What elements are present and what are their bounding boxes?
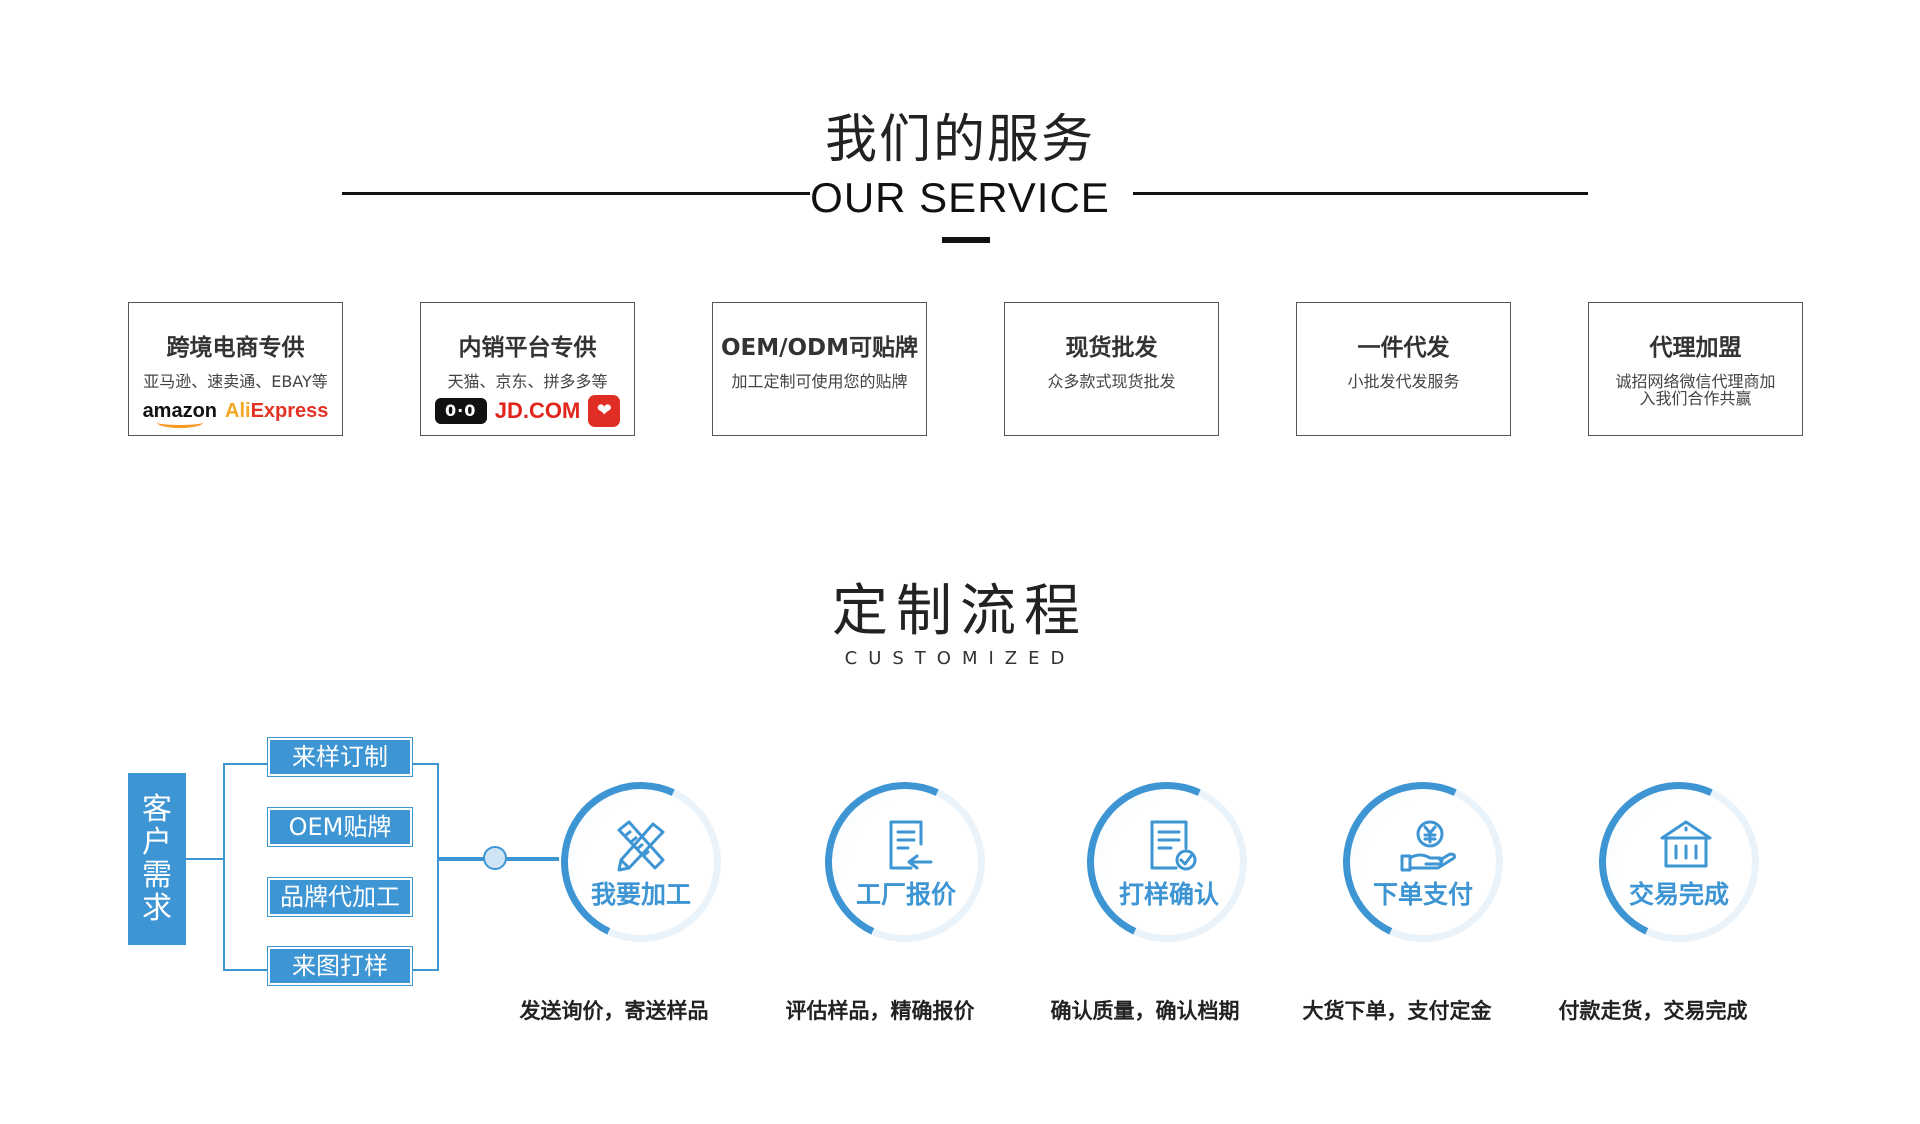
process-subtitle: CUSTOMIZED bbox=[844, 648, 1076, 669]
service-card-title: 内销平台专供 bbox=[458, 335, 597, 361]
service-card-desc: 诚招网络微信代理商加入我们合作共赢 bbox=[1615, 372, 1776, 408]
connector-line bbox=[412, 763, 438, 765]
service-card-title: OEM/ODM可贴牌 bbox=[720, 335, 919, 361]
step-description: 确认质量，确认档期 bbox=[1050, 999, 1240, 1023]
service-card-desc: 小批发代发服务 bbox=[1347, 372, 1460, 391]
aliexpress-logo-ali: Ali bbox=[225, 400, 251, 422]
amazon-logo-text: amazon bbox=[142, 400, 218, 422]
divider-right bbox=[1133, 192, 1588, 195]
service-card-oem[interactable]: OEM/ODM可贴牌 加工定制可使用您的贴牌 bbox=[712, 302, 927, 436]
service-card-title: 一件代发 bbox=[1357, 335, 1450, 361]
service-card-wholesale[interactable]: 现货批发 众多款式现货批发 bbox=[1004, 302, 1219, 436]
service-card-title: 跨境电商专供 bbox=[166, 335, 305, 361]
platform-logos: amazon AliExpress bbox=[129, 396, 342, 428]
connector-line bbox=[223, 969, 268, 971]
service-subtitle: OUR SERVICE bbox=[810, 174, 1110, 221]
service-card-desc: 加工定制可使用您的贴牌 bbox=[731, 372, 908, 391]
title-accent-bar bbox=[942, 237, 990, 243]
connector-dot bbox=[483, 846, 507, 870]
customer-needs-char: 求 bbox=[142, 891, 172, 926]
hand-coin-icon bbox=[1400, 820, 1456, 872]
service-card-cross-border[interactable]: 跨境电商专供 亚马逊、速卖通、EBAY等 amazon AliExpress bbox=[128, 302, 343, 436]
connector-line bbox=[412, 969, 438, 971]
document-check-icon bbox=[1150, 820, 1197, 871]
platform-logos: 0·0 JD.COM ❤ bbox=[421, 395, 634, 427]
pencil-ruler-icon bbox=[617, 820, 665, 872]
service-card-domestic[interactable]: 内销平台专供 天猫、京东、拼多多等 0·0 JD.COM ❤ bbox=[420, 302, 635, 436]
jd-logo: JD.COM bbox=[494, 398, 581, 423]
option-oem[interactable]: OEM贴牌 bbox=[267, 807, 413, 847]
step-background bbox=[1599, 782, 1759, 942]
bank-icon bbox=[1660, 820, 1712, 868]
aliexpress-logo: AliExpress bbox=[225, 401, 328, 421]
connector-line bbox=[223, 763, 268, 765]
service-card-desc: 众多款式现货批发 bbox=[1047, 372, 1176, 391]
step-description: 大货下单，支付定金 bbox=[1302, 999, 1492, 1023]
divider-left bbox=[342, 192, 810, 195]
service-card-title: 现货批发 bbox=[1065, 335, 1158, 361]
aliexpress-logo-express: Express bbox=[250, 400, 329, 422]
service-card-dropship[interactable]: 一件代发 小批发代发服务 bbox=[1296, 302, 1511, 436]
step-label: 交易完成 bbox=[1628, 880, 1729, 909]
pinduoduo-logo: ❤ bbox=[588, 395, 621, 427]
step-label: 工厂报价 bbox=[855, 880, 956, 909]
step-background bbox=[825, 782, 985, 942]
connector-line bbox=[186, 858, 224, 860]
step-label: 我要加工 bbox=[590, 880, 691, 909]
step-description: 付款走货，交易完成 bbox=[1558, 999, 1748, 1023]
option-drawing-sample[interactable]: 来图打样 bbox=[267, 946, 413, 986]
step-description: 评估样品，精确报价 bbox=[785, 999, 975, 1023]
connector-line bbox=[437, 763, 439, 971]
option-sample-custom[interactable]: 来样订制 bbox=[267, 737, 413, 777]
connector-line bbox=[223, 763, 225, 971]
process-title: 定制流程 bbox=[832, 579, 1088, 644]
step-background bbox=[561, 782, 721, 942]
service-title: 我们的服务 bbox=[824, 110, 1095, 170]
customer-needs-char: 需 bbox=[142, 858, 172, 893]
service-card-title: 代理加盟 bbox=[1649, 335, 1742, 361]
customer-needs-char: 户 bbox=[142, 825, 172, 860]
service-card-desc: 亚马逊、速卖通、EBAY等 bbox=[143, 372, 328, 391]
step-background bbox=[1343, 782, 1503, 942]
option-brand-processing[interactable]: 品牌代加工 bbox=[267, 877, 413, 917]
step-background bbox=[1087, 782, 1247, 942]
step-label: 打样确认 bbox=[1118, 880, 1219, 909]
service-card-desc: 天猫、京东、拼多多等 bbox=[447, 372, 608, 391]
customer-needs-box: 客 户 需 求 bbox=[128, 773, 186, 945]
tmall-logo: 0·0 bbox=[434, 398, 487, 424]
step-description: 发送询价，寄送样品 bbox=[519, 999, 709, 1023]
service-card-agency[interactable]: 代理加盟 诚招网络微信代理商加入我们合作共赢 bbox=[1588, 302, 1803, 436]
amazon-logo: amazon bbox=[142, 400, 218, 428]
document-edit-icon bbox=[889, 820, 933, 870]
customer-needs-char: 客 bbox=[142, 792, 172, 827]
step-label: 下单支付 bbox=[1372, 880, 1473, 909]
